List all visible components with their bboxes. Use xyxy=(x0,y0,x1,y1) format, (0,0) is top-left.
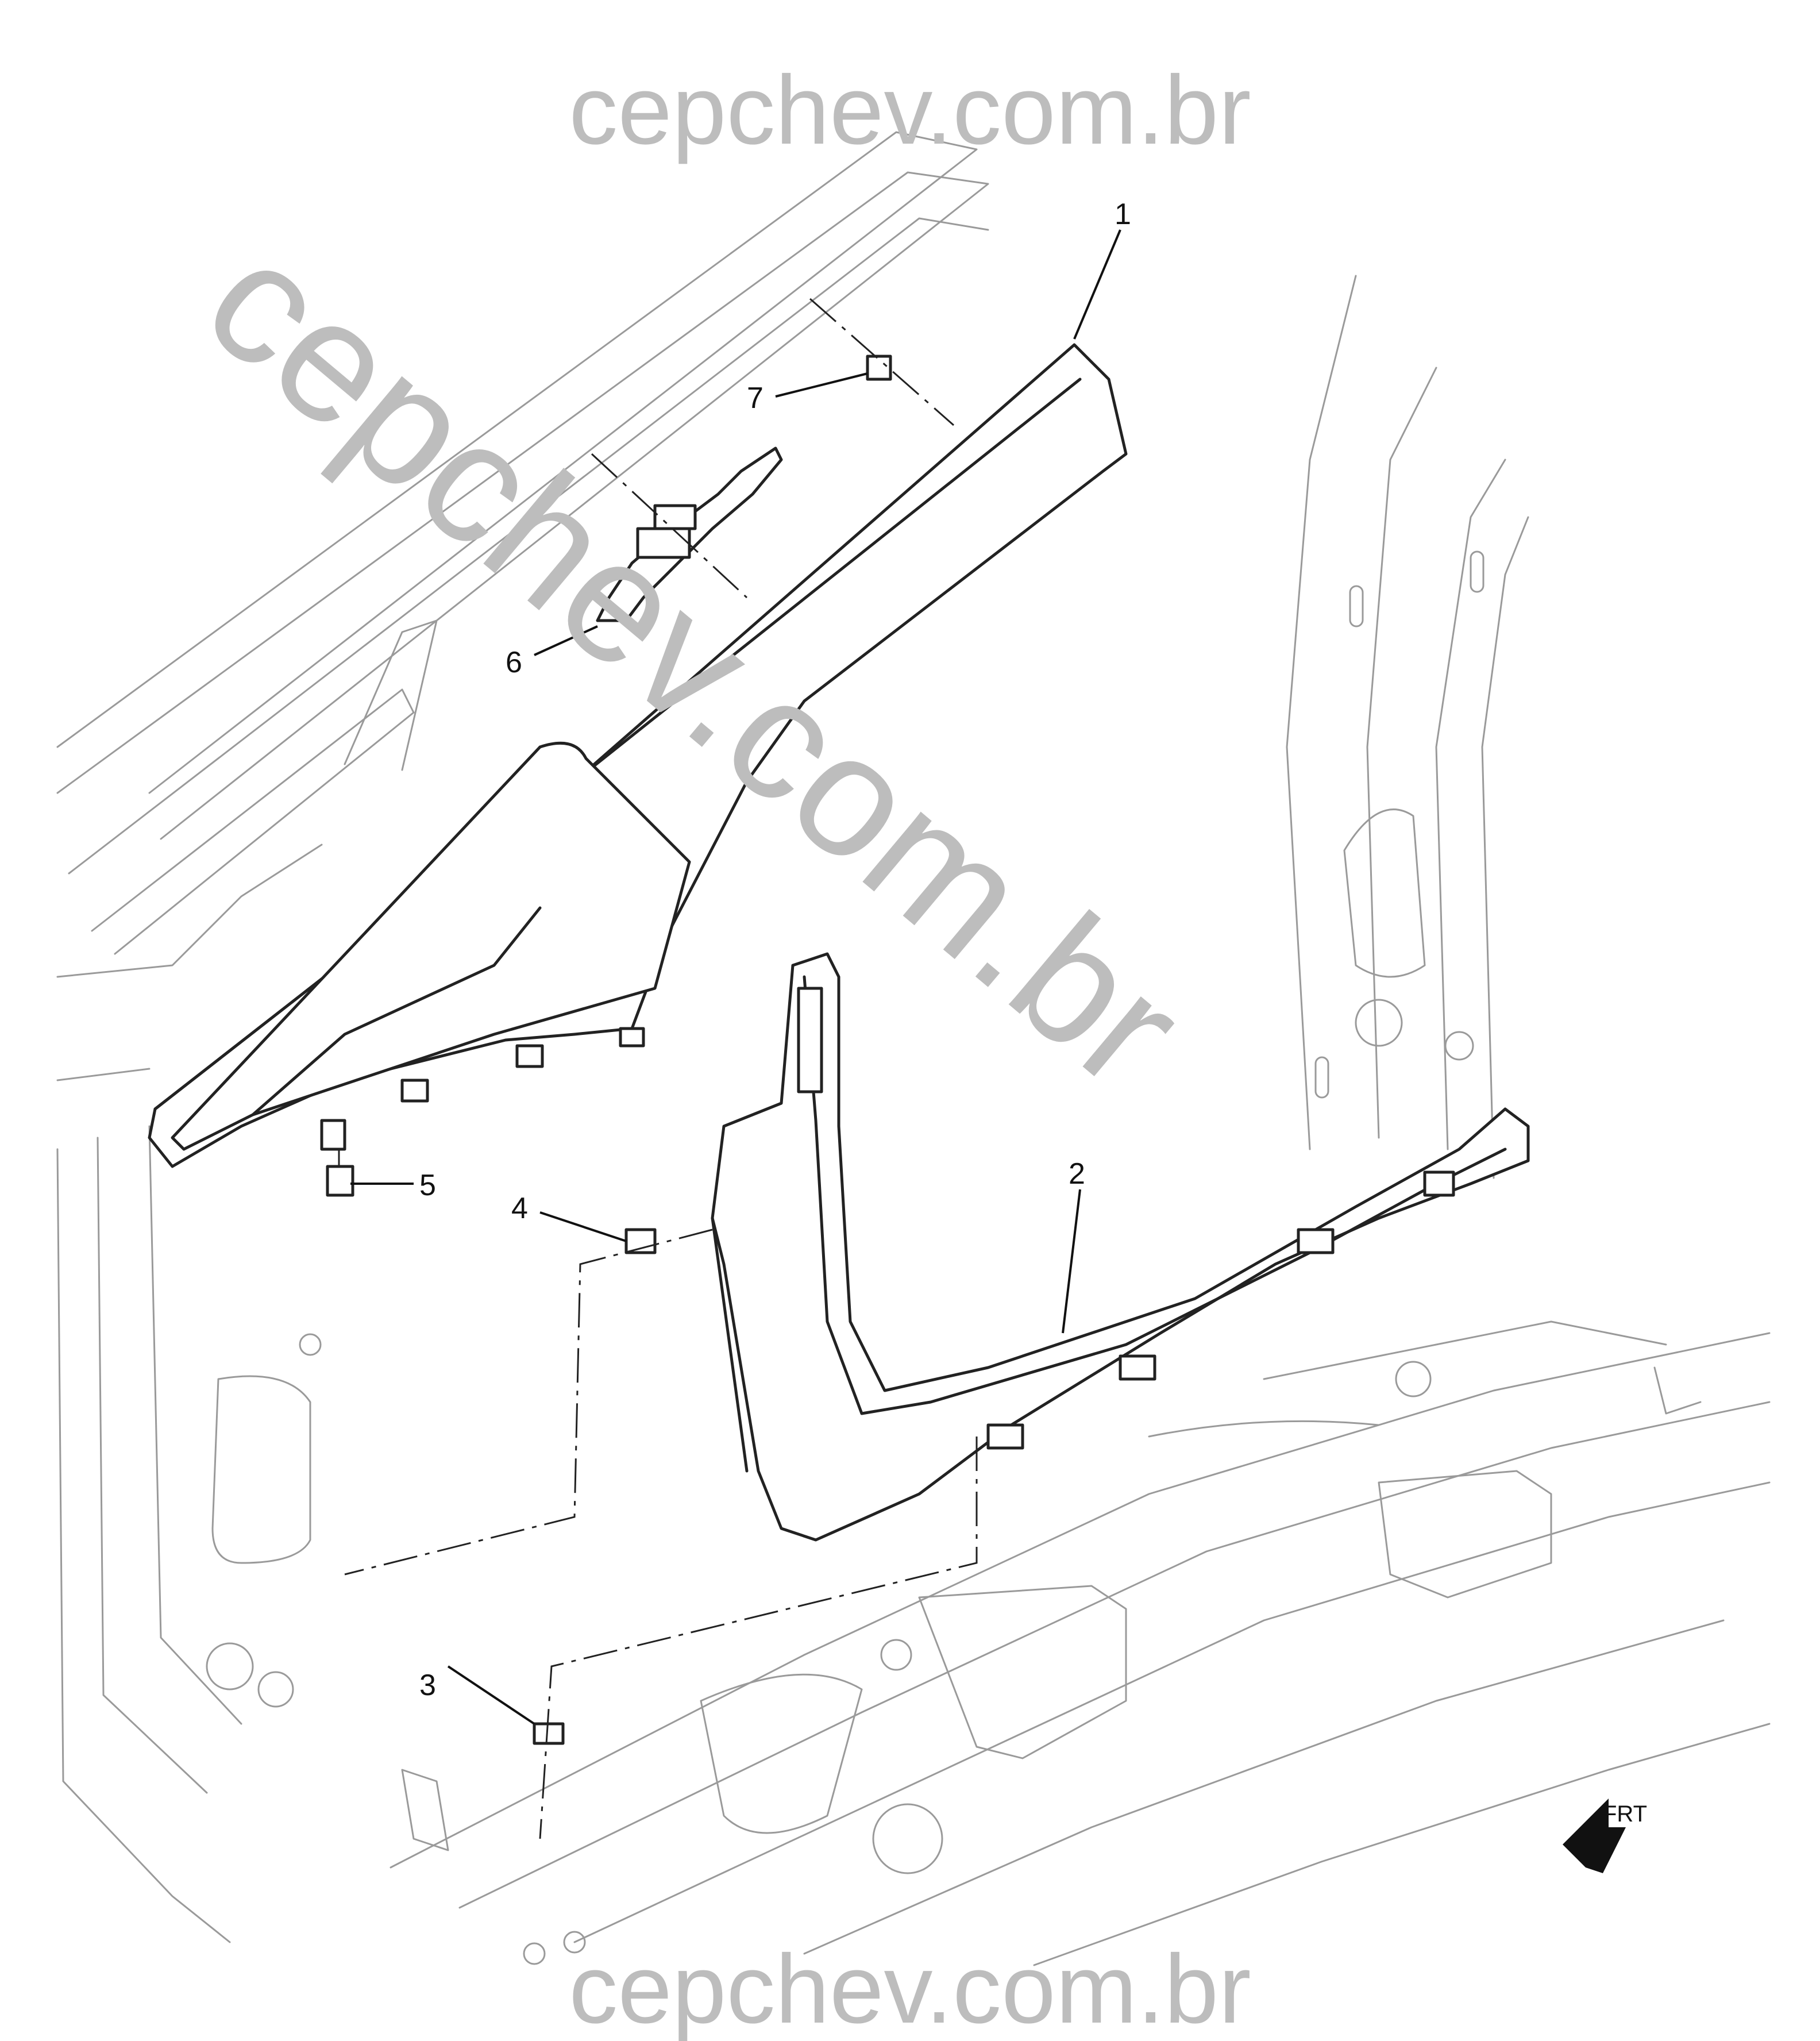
callout-7: 7 xyxy=(747,382,764,415)
clip-3 xyxy=(533,1722,565,1745)
vehicle-body-background xyxy=(56,131,1771,1966)
callout-1: 1 xyxy=(1115,198,1131,231)
watermark-bottom: cepchev.com.br xyxy=(569,1935,1251,2041)
callout-4: 4 xyxy=(511,1192,528,1225)
a-pillar-upper-trim xyxy=(148,343,1128,1168)
callout-6: 6 xyxy=(506,646,522,679)
callout-3: 3 xyxy=(419,1669,436,1702)
clip-7 xyxy=(866,355,892,381)
leader-lines xyxy=(350,229,1121,1725)
frt-label: FRT xyxy=(1603,1801,1647,1827)
front-arrow-icon xyxy=(1563,1799,1626,1873)
clip-5 xyxy=(326,1165,354,1197)
fasteners xyxy=(326,355,892,1745)
callout-2: 2 xyxy=(1069,1157,1085,1191)
watermark-top: cepchev.com.br xyxy=(569,56,1251,165)
front-direction-indicator: FRT xyxy=(1563,1799,1647,1873)
grab-handle-bracket xyxy=(596,446,783,622)
hinge-pillar-sill-trim xyxy=(711,952,1530,1542)
callout-5: 5 xyxy=(419,1169,436,1202)
install-paths xyxy=(338,298,978,1839)
